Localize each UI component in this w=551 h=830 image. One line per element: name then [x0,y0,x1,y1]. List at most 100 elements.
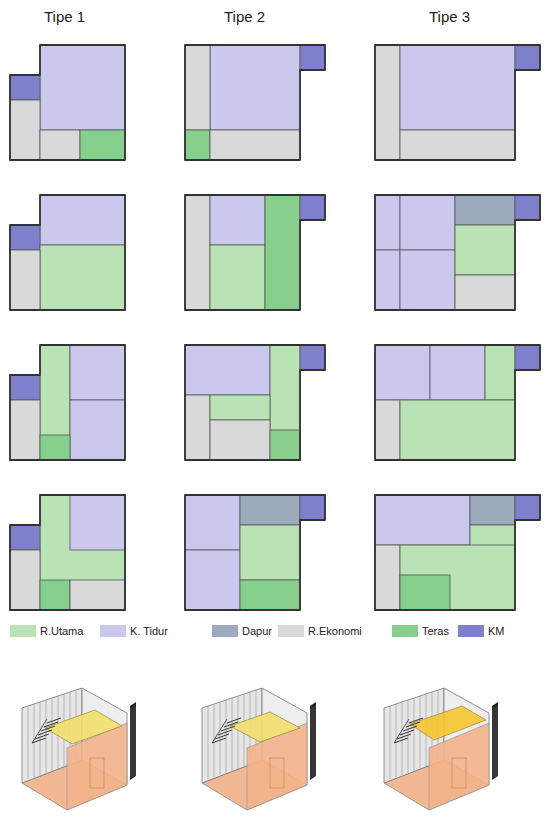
room [210,130,300,160]
room [210,45,300,130]
room [185,130,210,160]
room [455,225,515,275]
column-header: Tipe 3 [429,8,470,25]
room [210,245,265,310]
room [10,75,40,100]
plan-outline [185,195,325,310]
legend-swatch [392,625,418,637]
room [40,580,70,610]
room [185,495,240,550]
room [515,195,540,220]
floor-plan [185,45,325,160]
room [240,580,300,610]
isometric-house [22,688,136,810]
legend-item: KM [458,625,505,637]
plan-outline [10,495,125,610]
room [300,345,325,370]
room [10,525,40,550]
room [210,420,270,460]
room [270,345,300,460]
column-header: Tipe 2 [224,8,265,25]
legend-label: R.Utama [40,625,83,637]
room [400,545,515,610]
room [70,345,125,400]
room [70,495,125,550]
room [40,130,80,160]
room [185,195,210,310]
plan-outline [375,495,540,610]
room [240,495,300,525]
room [400,45,515,130]
room [515,495,540,520]
room [40,245,125,310]
room [400,250,455,310]
room [515,45,540,70]
room [375,250,400,310]
legend-item: Teras [392,625,449,637]
room [40,435,70,460]
plan-outline [375,345,540,460]
room [400,575,450,610]
legend-label: Teras [422,625,449,637]
room [185,395,210,460]
legend-label: K. Tidur [130,625,168,637]
legend-swatch [212,625,238,637]
room [185,345,270,395]
room [265,195,300,310]
legend-label: KM [488,625,505,637]
legend-swatch [458,625,484,637]
room [80,130,125,160]
plan-outline [10,45,125,160]
room [185,550,240,610]
plan-outline [10,345,125,460]
room [470,495,515,525]
room [40,495,125,610]
floor-plan [375,495,540,610]
room [10,550,40,610]
plan-outline [185,345,325,460]
room [40,345,70,460]
room [455,195,515,225]
room [515,345,540,370]
isometric-house [202,688,316,810]
room [300,495,325,520]
room [430,345,485,400]
room [375,45,400,160]
floor-plan [10,45,125,160]
floor-plan [10,195,125,310]
room [70,580,125,610]
room [375,545,400,610]
room [70,400,125,460]
room [270,430,300,460]
legend-swatch [278,625,304,637]
room [10,100,40,160]
floor-plan [375,195,540,310]
room [185,45,210,130]
legend-swatch [10,625,36,637]
room [10,225,40,250]
room [10,375,40,400]
plan-outline [185,45,325,160]
plan-outline [10,195,125,310]
floor-plan [10,345,125,460]
legend-item: R.Utama [10,625,83,637]
room [10,400,40,460]
legend-item: R.Ekonomi [278,625,362,637]
legend-item: K. Tidur [100,625,168,637]
floor-plan [10,495,125,610]
room [400,130,515,160]
room [300,45,325,70]
room [210,195,265,245]
room [375,495,470,545]
floor-plan [375,345,540,460]
room [485,345,515,400]
room [375,195,400,250]
floor-plan [185,345,325,460]
legend-label: R.Ekonomi [308,625,362,637]
legend-swatch [100,625,126,637]
room [40,195,125,245]
plan-outline [185,495,325,610]
isometric-house [384,688,498,810]
room [210,395,270,420]
